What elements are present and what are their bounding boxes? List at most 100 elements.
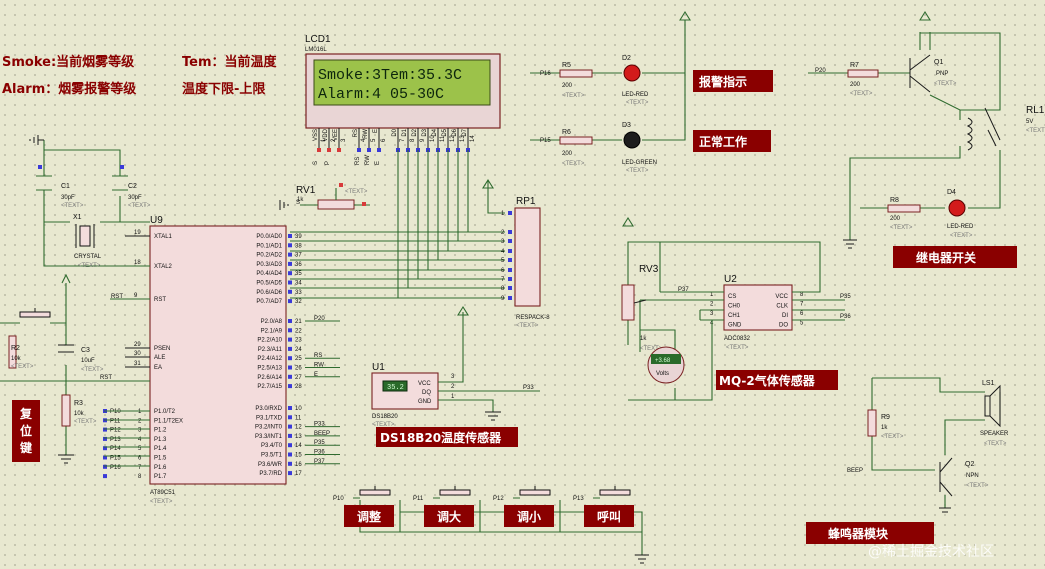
reset-label-box	[12, 400, 40, 462]
relay-net: P20	[815, 68, 826, 74]
mcu-pin-marker	[103, 474, 107, 479]
mcu-pin-number: 32	[295, 299, 302, 305]
mcu-pin-net: P16	[110, 465, 121, 471]
mcu-pin-number: 3	[138, 428, 142, 434]
lcd-net-p: P	[325, 161, 331, 165]
relay-circuit[interactable]: P20 R7 200 <TEXT> Q1 PNP <TEXT> RL1 5V <…	[808, 10, 1045, 268]
mcu-pin-number: 29	[134, 342, 141, 348]
mcu-pin-label: P3.2/INT0	[255, 425, 283, 431]
crystal-circuit[interactable]: C1 30pF <TEXT> C2 30pF <TEXT> X1 CRYSTAL…	[29, 135, 151, 269]
rv1-potentiometer[interactable]: RV1 1k <TEXT> S	[279, 183, 370, 210]
lcd-pin-marker	[327, 148, 331, 152]
mcu-pin-label: P3.5/T1	[261, 453, 283, 459]
c2-value: 30pF	[128, 195, 142, 201]
mcu-pin-net: P35	[314, 440, 325, 446]
lcd-pin-label: RS	[353, 129, 359, 137]
keypad-button[interactable]	[519, 489, 551, 496]
alarm-led-circuit[interactable]: P16 R5 200 <TEXT> D2 LED-RED <TEXT> 报警指示…	[530, 10, 773, 174]
mcu-pin-label: P0.3/AD3	[256, 262, 282, 268]
mcu-pin-label: EA	[154, 365, 162, 371]
rp1-pin-number: 2	[501, 230, 505, 236]
adc-pin-label: CLK	[776, 304, 788, 310]
mcu-pin-number: 4	[138, 437, 142, 443]
speaker-ref: LS1	[982, 380, 995, 387]
ds18b20-sensor[interactable]: U1 35.2 VCC DQ GND 3 2 1 DS18B20 <TEXT> …	[371, 305, 540, 447]
lcd-pin-label: D0	[392, 128, 398, 136]
mcu-pin-net: E	[314, 372, 318, 378]
mcu-pin-number: 19	[134, 230, 141, 236]
reset-button[interactable]	[19, 311, 51, 318]
rv1-value: 1k	[297, 197, 304, 203]
rp1-pin-number: 4	[501, 249, 505, 255]
mcu-ref: U9	[150, 215, 163, 226]
mcu-pin-number: 5	[138, 446, 142, 452]
mcu-pin-label: P2.5/A13	[257, 366, 282, 372]
lcd-pin-label: D4	[432, 128, 438, 136]
voltmeter-reading: +3.68	[655, 358, 671, 364]
adc-body	[723, 284, 793, 331]
mcu-pin-label: P0.2/AD2	[256, 253, 282, 259]
lcd-pin-marker	[337, 148, 341, 152]
lcd-pin-number: 1	[321, 138, 327, 142]
mcu-at89c51[interactable]: U9 XTAL119XTAL218RST9PSEN29ALE30EA31P1.0…	[103, 215, 340, 505]
c2-text: <TEXT>	[128, 203, 151, 209]
lcd-pin-number: 11	[440, 135, 446, 142]
r2-value: 10k	[11, 356, 22, 362]
r2-ref: R2	[11, 345, 20, 352]
lcd-pin-number: 9	[420, 138, 426, 142]
mcu-pin-label: ALE	[154, 355, 165, 361]
reset-circuit[interactable]: R2 10k <TEXT> C3 10uF <TEXT> RST RST R3 …	[0, 273, 150, 464]
keypad-button[interactable]	[439, 489, 471, 496]
crystal-ref: X1	[73, 214, 82, 221]
lcd-ref: LCD1	[305, 34, 331, 45]
mcu-pin-label: P1.7	[154, 474, 167, 480]
mcu-pin-label: P2.0/A8	[261, 319, 283, 325]
adc-pin-label: DO	[779, 323, 788, 329]
adc-pin-number: 5	[800, 321, 804, 327]
lcd-pin-number: 3	[341, 138, 347, 142]
mcu-pin-net: P14	[110, 446, 121, 452]
rp1-pin-number: 6	[501, 268, 505, 274]
d3-net: P15	[540, 138, 551, 144]
mcu-body	[149, 225, 287, 485]
rp1-pin-number: 3	[501, 239, 505, 245]
reset-label: 复位键	[19, 406, 33, 455]
adc-pin-number: 3	[710, 311, 714, 317]
ds18b20-ref: U1	[372, 362, 385, 373]
lcd-pin-number: 12	[450, 135, 456, 142]
adc-pin-number: 6	[800, 311, 804, 317]
adc-pin-label: CS	[728, 294, 736, 300]
rp1-pin-marker	[508, 249, 512, 253]
d3-value: LED-GREEN	[622, 160, 657, 166]
mcu-pin-number: 33	[295, 290, 302, 296]
mcu-pin-marker	[288, 280, 292, 285]
keypad-button[interactable]	[599, 489, 631, 496]
mcu-pin-net: RS	[314, 353, 322, 359]
q1-transistor	[909, 54, 931, 93]
q2-text: <TEXT>	[966, 483, 989, 489]
mcu-pin-number: 15	[295, 453, 302, 459]
lcd-net-e: E	[375, 161, 381, 165]
keypad-button[interactable]	[359, 489, 391, 496]
rp1-pin-number: 1	[501, 211, 505, 217]
rp1-pin-number: 9	[501, 296, 505, 302]
mcu-pin-number: 17	[295, 471, 302, 477]
mcu-pin-label: XTAL1	[154, 234, 173, 240]
r8-text: <TEXT>	[890, 225, 913, 231]
relay-coil	[966, 117, 973, 151]
lcd-module[interactable]: LCD1 LM016L Smoke:3Tem:35.3C Alarm:4 05-…	[305, 34, 501, 152]
mcu-pin-label: P2.3/A11	[258, 347, 283, 353]
r7-value: 200	[850, 82, 861, 88]
buzzer-circuit[interactable]: R9 1k <TEXT> BEEP Q2 NPN <TEXT> LS1 SPEA…	[806, 377, 1009, 544]
lcd-pin-label: VSS	[313, 129, 319, 141]
mcu-pin-number: 25	[295, 356, 302, 362]
adc-vcc-arrow	[622, 216, 634, 227]
mcu-pin-label: P3.1/TXD	[256, 415, 283, 421]
mcu-pin-marker	[288, 374, 292, 379]
